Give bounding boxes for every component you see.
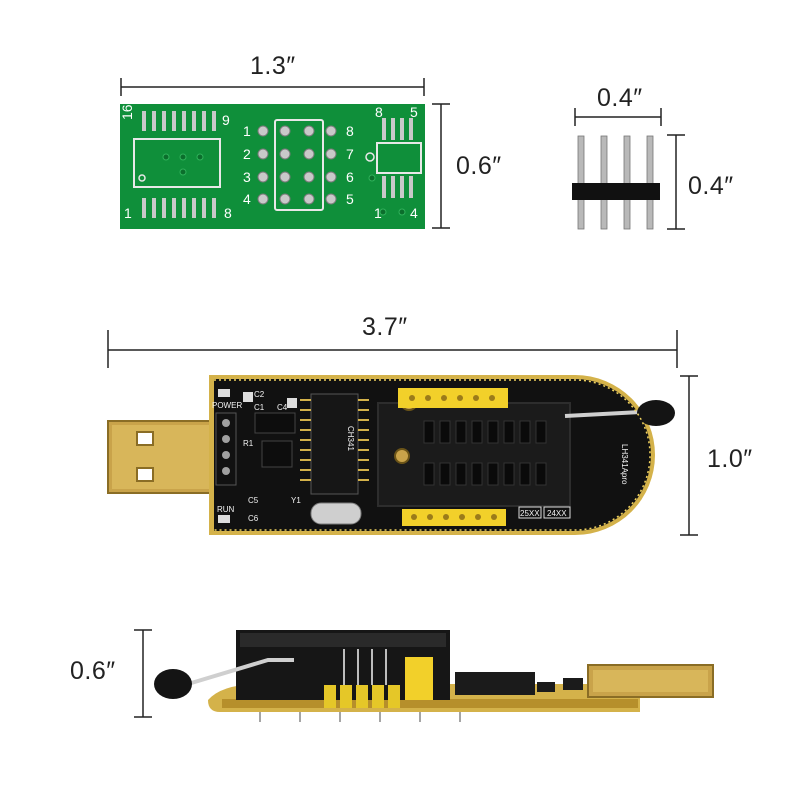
sop8-label-4: 4: [410, 205, 418, 221]
adapter-label-16: 16: [119, 104, 135, 120]
dip-left-2: 2: [243, 146, 251, 162]
lever-knob: [637, 400, 675, 426]
chip-24xx-label: 24XX: [547, 509, 567, 518]
c6-label: C6: [248, 514, 259, 523]
header-height-dimension: 0.4″: [688, 172, 734, 200]
sop16-pads: [142, 111, 216, 218]
dip-right-8: 8: [346, 123, 354, 139]
adapter-board: [120, 104, 425, 229]
dip-holes: [257, 125, 337, 205]
dip-right-7: 7: [346, 146, 354, 162]
sop8-label-8: 8: [375, 104, 383, 120]
adapter-label-9: 9: [222, 112, 230, 128]
ch341-chip: [310, 393, 359, 495]
sop8-label-1: 1: [374, 205, 382, 221]
run-label: RUN: [217, 505, 235, 514]
dip-left-4: 4: [243, 191, 251, 207]
side-height-dimension: 0.6″: [70, 657, 116, 685]
ch341a-programmer-side: [154, 630, 714, 722]
yellow-header-top: [398, 388, 508, 408]
model-label: LH341Apro: [620, 444, 629, 485]
side-lever-knob: [154, 669, 192, 699]
chip-25xx-label: 25XX: [520, 509, 540, 518]
c2-label: C2: [254, 390, 265, 399]
side-ch341-chip: [455, 672, 535, 695]
adapter-label-8: 8: [224, 205, 232, 221]
sop8-outline: [376, 142, 422, 174]
adapter-width-dimension: 1.3″: [250, 52, 296, 80]
r1-label: R1: [243, 439, 254, 448]
ch341-marking: CH341: [346, 426, 355, 451]
c4-label: C4: [277, 403, 288, 412]
zif-socket: [377, 402, 571, 507]
sop8-label-5: 5: [410, 104, 418, 120]
sop8-pads: [382, 118, 413, 198]
dip-left-1: 1: [243, 123, 251, 139]
dimension-lines: [107, 78, 698, 718]
header-plastic: [572, 183, 660, 200]
programmer-width-dimension: 3.7″: [362, 313, 408, 341]
yellow-header-bottom: [402, 509, 506, 526]
power-label: POWER: [212, 401, 242, 410]
y1-label: Y1: [291, 496, 301, 505]
c5-label: C5: [248, 496, 259, 505]
pin-header: [572, 135, 660, 230]
header-width-dimension: 0.4″: [597, 84, 643, 112]
dip-right-5: 5: [346, 191, 354, 207]
dip-left-3: 3: [243, 169, 251, 185]
adapter-height-dimension: 0.6″: [456, 152, 502, 180]
adapter-label-1: 1: [124, 205, 132, 221]
soic-adapter-pcb: 16 9 1 8 1 2 3 4 8 7 6 5 8 5 1 4: [119, 104, 425, 229]
c1-label: C1: [254, 403, 265, 412]
ch341a-programmer-top: CH341 POWER RUN C2 C1 C4 R1 C5 C6 Y1 25X…: [107, 375, 675, 535]
sop16-outline: [133, 138, 221, 188]
programmer-height-dimension: 1.0″: [707, 445, 753, 473]
crystal: [310, 502, 362, 525]
side-jumper: [405, 657, 433, 700]
dip-right-6: 6: [346, 169, 354, 185]
dip8-outline: [274, 119, 324, 211]
